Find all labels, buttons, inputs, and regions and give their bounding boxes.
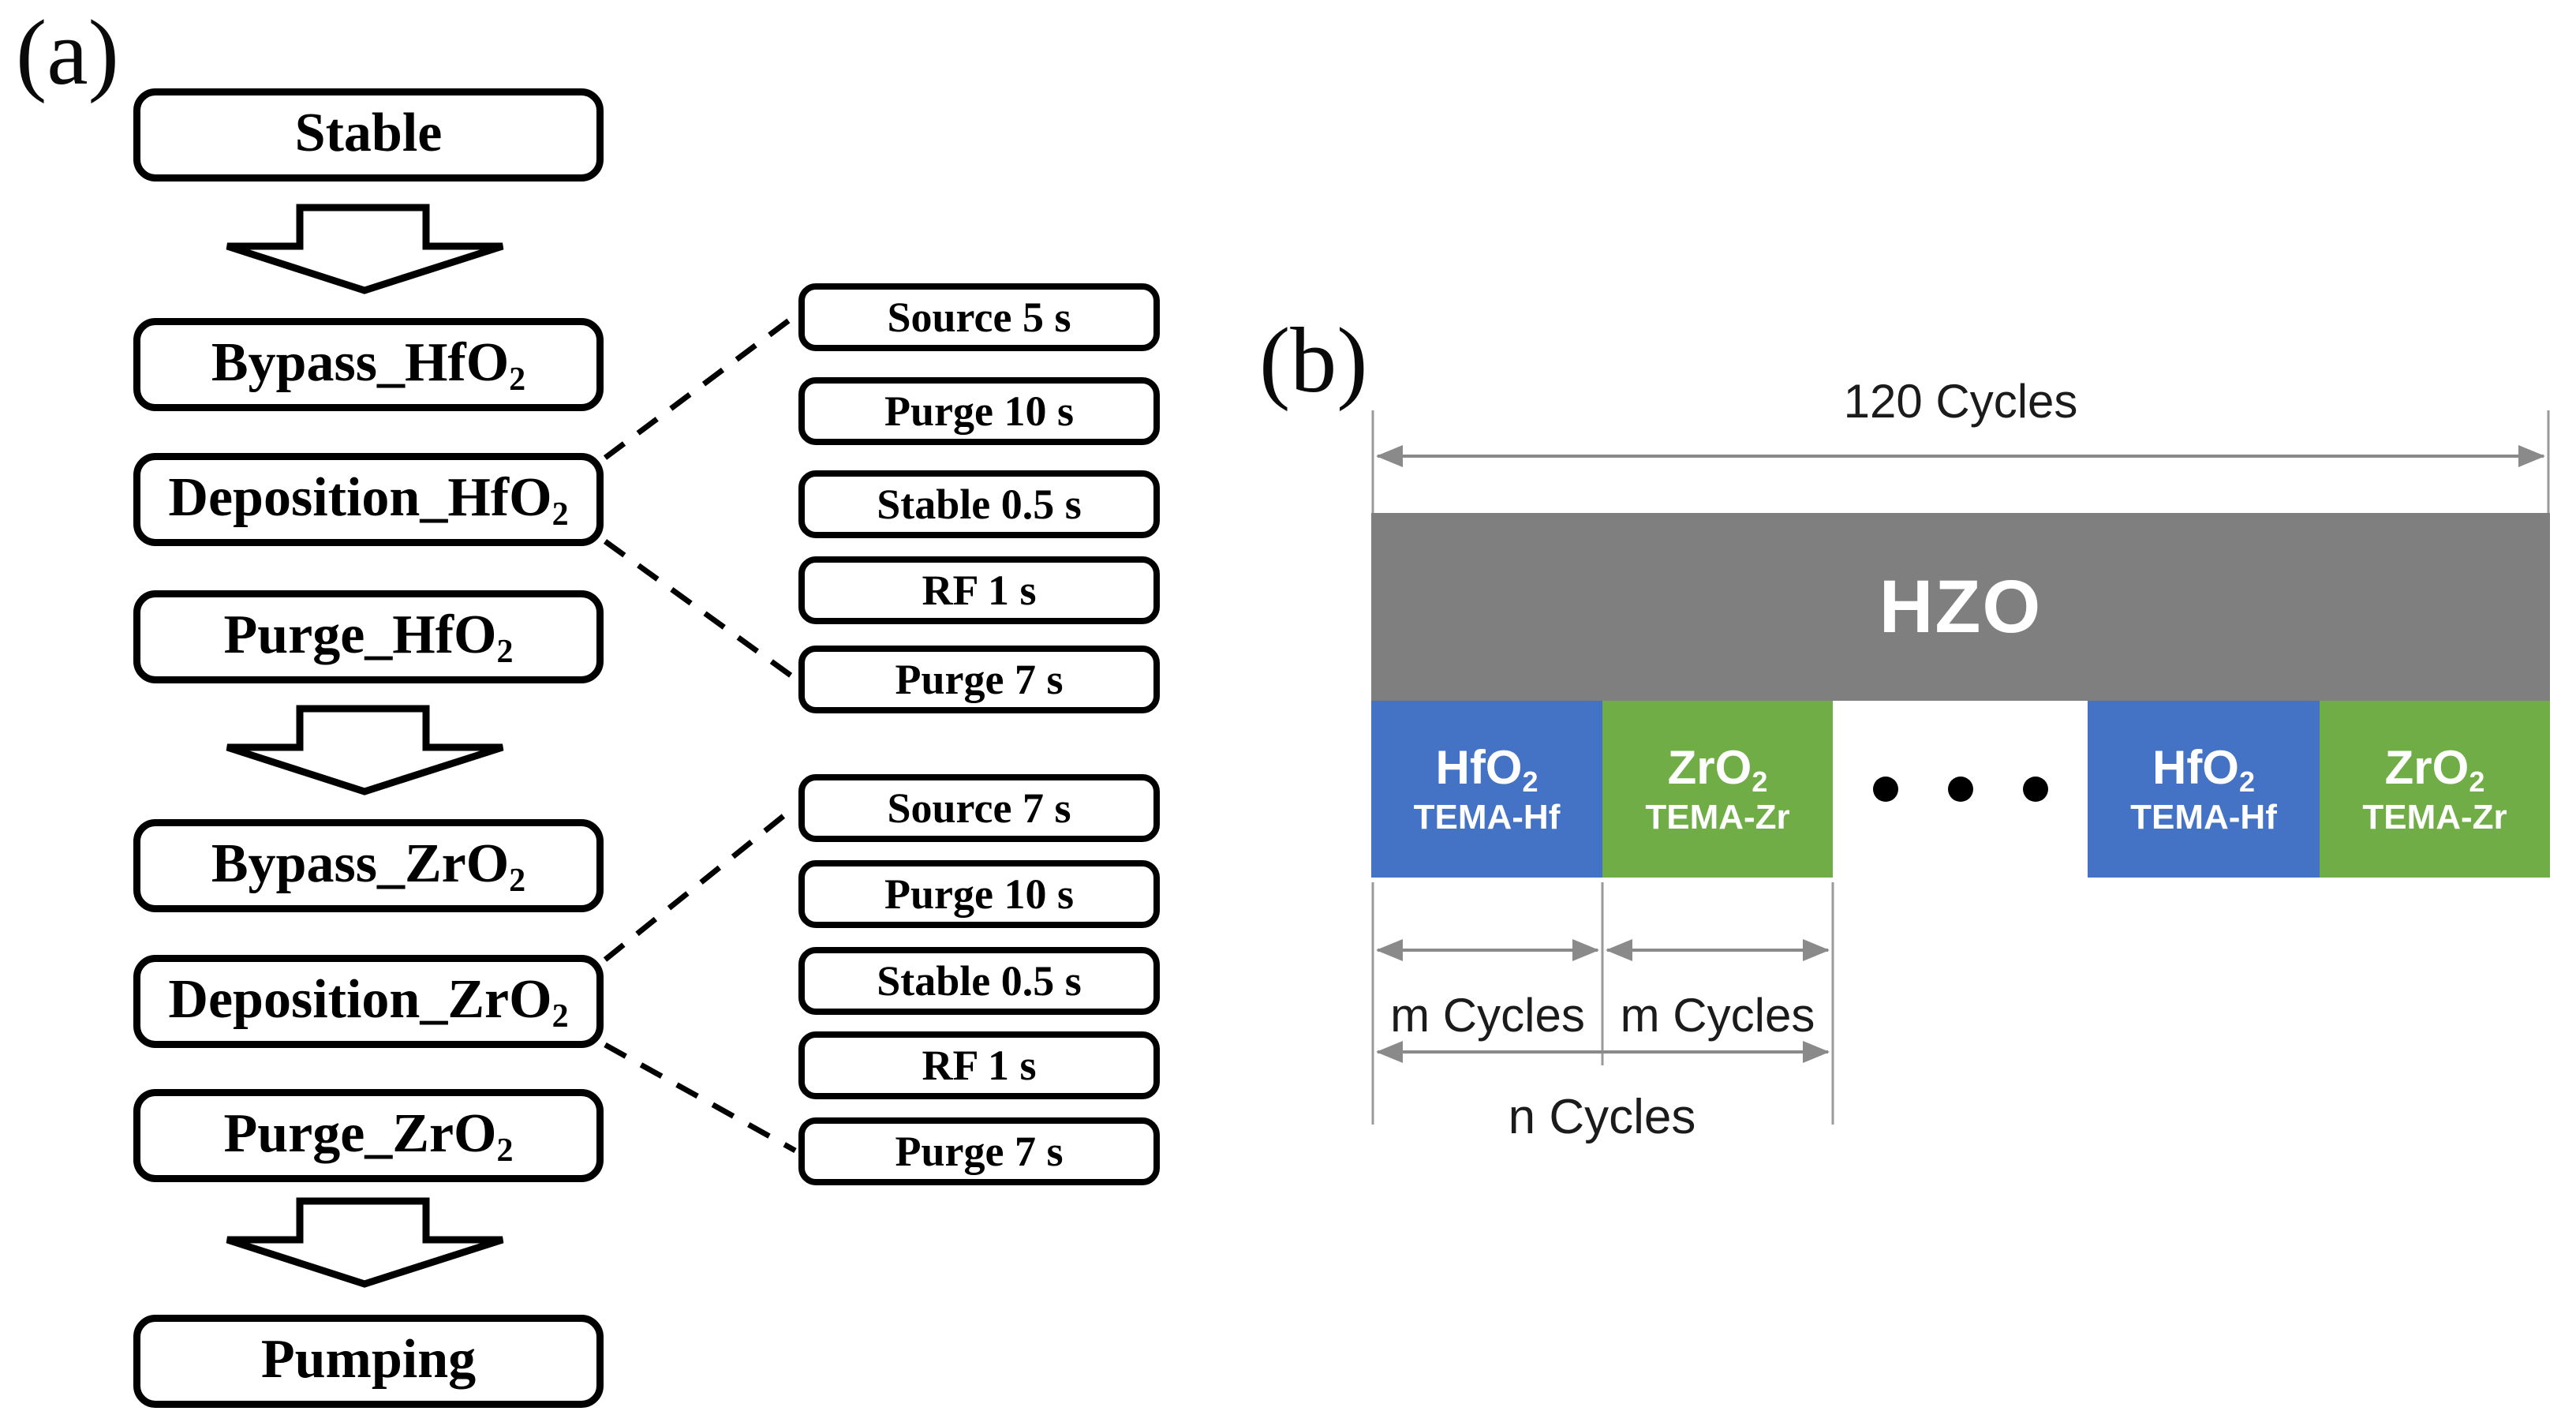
flow-box-purge-hfo2: Purge_HfO2 (133, 590, 604, 683)
flow-box-label: Stable (294, 102, 443, 163)
flow-box-label: Pumping (260, 1328, 477, 1390)
flow-box-deposition-hfo2: Deposition_HfO2 (133, 453, 604, 546)
m-cycles-label-2: m Cycles (1620, 989, 1815, 1042)
substep-zro2-purge2: Purge 7 s (798, 1117, 1160, 1185)
dashed-connector-hfo2-top (603, 313, 798, 460)
substep-hfo2-stable: Stable 0.5 s (798, 470, 1160, 538)
flow-box-label: Purge_HfO2 (223, 604, 514, 670)
dashed-connector-hfo2-bottom (603, 539, 798, 681)
flow-box-label: Bypass_HfO2 (211, 331, 526, 398)
panel-a-label: (a) (16, 1, 119, 104)
flow-box-deposition-zro2: Deposition_ZrO2 (133, 955, 604, 1048)
substep-hfo2-purge2: Purge 7 s (798, 646, 1160, 713)
layer-material-label: HfO2 (1435, 740, 1538, 799)
layer-zro2-1: ZrO2 TEMA-Zr (1602, 701, 1833, 878)
hzo-label: HZO (1879, 564, 2043, 649)
substep-zro2-stable: Stable 0.5 s (798, 947, 1160, 1015)
total-cycles-label: 120 Cycles (1843, 375, 2078, 428)
layer-material-label: ZrO2 (1667, 740, 1768, 799)
substep-hfo2-rf: RF 1 s (798, 556, 1160, 624)
ellipsis-dot-2 (1948, 777, 1973, 802)
substep-zro2-rf: RF 1 s (798, 1031, 1160, 1099)
flow-box-pumping: Pumping (133, 1315, 604, 1408)
layer-material-label: ZrO2 (2384, 740, 2485, 799)
flow-box-label: Bypass_ZrO2 (211, 833, 526, 899)
layer-precursor-label: TEMA-Zr (1645, 798, 1790, 837)
m-cycles-label-1: m Cycles (1390, 989, 1585, 1042)
panel-b-label: (b) (1259, 309, 1368, 412)
hzo-film-bar: HZO (1371, 513, 2550, 701)
flow-box-purge-zro2: Purge_ZrO2 (133, 1089, 604, 1182)
substep-zro2-source: Source 7 s (798, 774, 1160, 842)
flow-box-label: Deposition_HfO2 (168, 466, 569, 533)
substep-hfo2-purge1: Purge 10 s (798, 377, 1160, 445)
n-cycles-label: n Cycles (1508, 1090, 1696, 1144)
layer-hfo2-2: HfO2 TEMA-Hf (2088, 701, 2320, 878)
layer-material-label: HfO2 (2152, 740, 2255, 799)
layer-precursor-label: TEMA-Zr (2362, 798, 2507, 837)
down-block-arrow-1 (226, 204, 504, 294)
layer-precursor-label: TEMA-Hf (2130, 798, 2277, 837)
flow-box-label: Deposition_ZrO2 (168, 968, 569, 1035)
down-block-arrow-3 (226, 1197, 504, 1288)
layer-precursor-label: TEMA-Hf (1413, 798, 1561, 837)
dashed-connector-zro2-bottom (604, 1042, 797, 1154)
flow-box-bypass-hfo2: Bypass_HfO2 (133, 318, 604, 411)
flow-box-label: Purge_ZrO2 (223, 1102, 514, 1169)
ellipsis-dot-1 (1873, 777, 1898, 802)
ellipsis-dot-3 (2023, 777, 2048, 802)
substep-hfo2-source: Source 5 s (798, 283, 1160, 351)
layer-zro2-2: ZrO2 TEMA-Zr (2320, 701, 2550, 878)
substep-zro2-purge1: Purge 10 s (798, 860, 1160, 928)
layer-hfo2-1: HfO2 TEMA-Hf (1371, 701, 1602, 878)
flow-box-bypass-zro2: Bypass_ZrO2 (133, 819, 604, 912)
down-block-arrow-2 (226, 705, 504, 795)
dashed-connector-zro2-top (603, 804, 798, 962)
flow-box-stable: Stable (133, 88, 604, 182)
